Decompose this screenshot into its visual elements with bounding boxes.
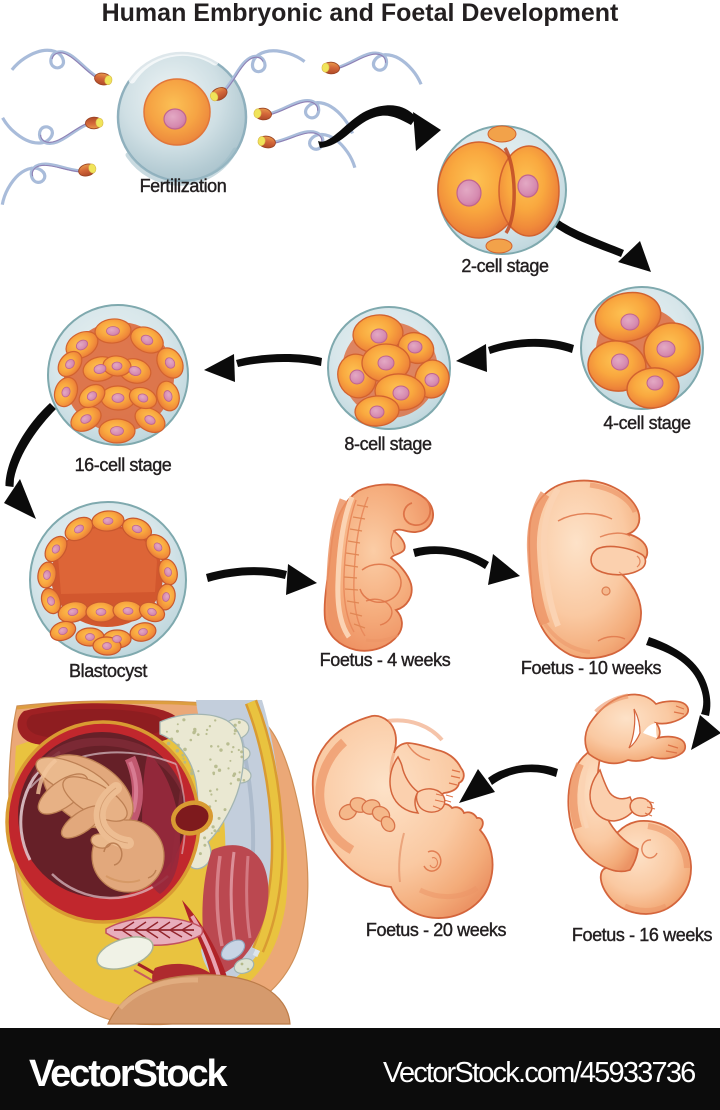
svg-text:Fertilization: Fertilization (140, 176, 227, 196)
svg-text:Foetus - 16 weeks: Foetus - 16 weeks (572, 925, 713, 945)
svg-text:8-cell stage: 8-cell stage (344, 434, 432, 454)
svg-text:16-cell stage: 16-cell stage (75, 455, 172, 475)
svg-text:Foetus - 4 weeks: Foetus - 4 weeks (320, 650, 451, 670)
svg-text:Blastocyst: Blastocyst (69, 661, 147, 681)
svg-text:2-cell stage: 2-cell stage (461, 256, 549, 276)
svg-text:VectorStock: VectorStock (29, 1053, 229, 1095)
svg-text:VectorStock.com/45933736: VectorStock.com/45933736 (383, 1057, 695, 1089)
svg-text:Foetus - 10 weeks: Foetus - 10 weeks (521, 658, 662, 678)
svg-text:Human Embryonic and Foetal Dev: Human Embryonic and Foetal Development (102, 0, 619, 27)
svg-text:4-cell stage: 4-cell stage (603, 413, 691, 433)
svg-text:Foetus - 20 weeks: Foetus - 20 weeks (366, 920, 507, 940)
